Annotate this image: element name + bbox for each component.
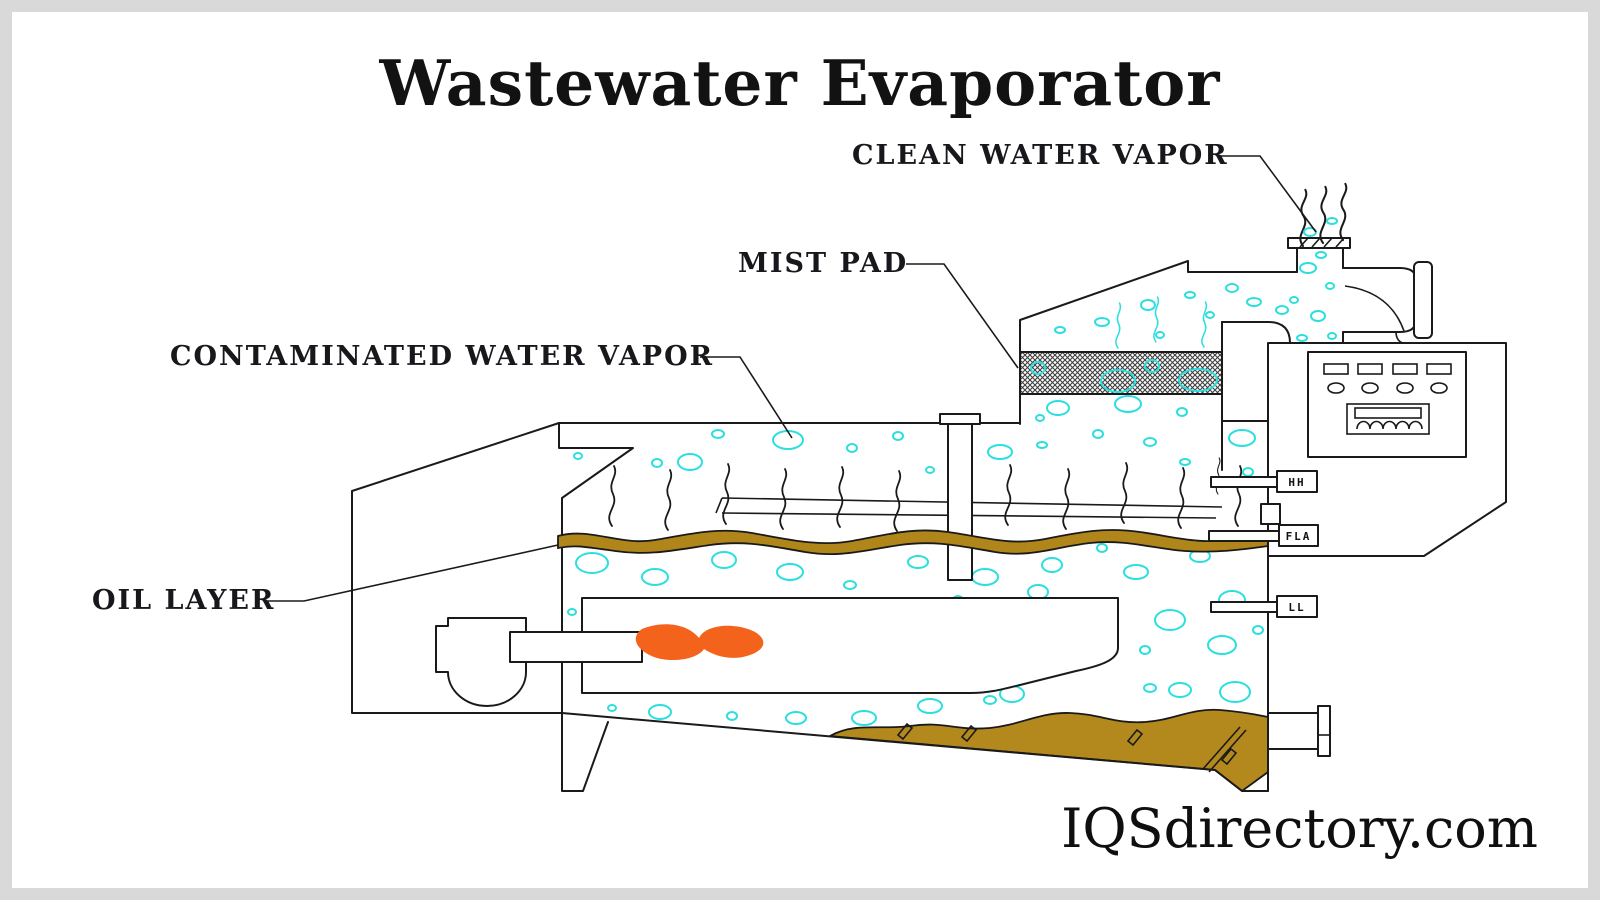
vapor-duct bbox=[1221, 321, 1291, 344]
exhaust-stack bbox=[1287, 237, 1433, 344]
sensor-fla-box bbox=[1278, 524, 1319, 547]
burner bbox=[435, 617, 764, 707]
panel-display bbox=[1346, 403, 1430, 435]
sludge-layer bbox=[827, 708, 1269, 793]
control-panel bbox=[1267, 342, 1507, 557]
mist-pad bbox=[1019, 351, 1223, 395]
heat-tube bbox=[581, 597, 1119, 694]
panel-faceplate bbox=[1307, 351, 1467, 458]
indicator-lights bbox=[1323, 363, 1452, 394]
hh-probe bbox=[1210, 476, 1278, 488]
label-contaminated-water-vapor: CONTAMINATED WATER VAPOR bbox=[170, 341, 715, 372]
clean-water-vapor-leader bbox=[1220, 155, 1317, 233]
oil-layer-leader bbox=[268, 544, 559, 602]
tank-left-lip bbox=[558, 422, 634, 714]
burner-barrel bbox=[509, 631, 643, 663]
blower-housing bbox=[1342, 267, 1417, 333]
stack-flare-hatches bbox=[1299, 237, 1345, 248]
label-oil-layer: OIL LAYER bbox=[92, 585, 276, 616]
sensor-ll-box bbox=[1276, 595, 1318, 618]
wall-fitting bbox=[1260, 503, 1281, 525]
watermark: IQSdirectory.com bbox=[1061, 797, 1538, 860]
label-leaders bbox=[268, 155, 1317, 602]
fla-probe bbox=[1208, 530, 1280, 542]
sensor-hh-box bbox=[1276, 470, 1318, 493]
burner-flame bbox=[635, 624, 764, 661]
ll-probe bbox=[1210, 601, 1278, 613]
sensor-fla-label: FLA bbox=[1285, 530, 1312, 543]
left-end-panel bbox=[351, 422, 563, 714]
mist-pad-leader bbox=[906, 263, 1019, 369]
sensor-ll-label: LL bbox=[1288, 601, 1306, 614]
oil-layer-band bbox=[557, 529, 1269, 555]
contaminated-water-vapor-leader bbox=[700, 356, 793, 439]
blower-scroll bbox=[1344, 285, 1405, 332]
vertical-pipe bbox=[939, 413, 981, 581]
label-clean-water-vapor: CLEAN WATER VAPOR bbox=[852, 140, 1229, 171]
sensor-hh-label: HH bbox=[1288, 476, 1306, 489]
left-leg bbox=[561, 712, 609, 792]
blower-end-cap bbox=[1413, 261, 1433, 339]
drain-flange bbox=[1317, 705, 1331, 757]
level-sensors bbox=[1208, 470, 1319, 618]
page-title: Wastewater Evaporator bbox=[379, 46, 1221, 120]
drain-pipe bbox=[1267, 705, 1331, 757]
sludge-corner-seam bbox=[1202, 726, 1247, 773]
chamber-vapor-wisps bbox=[1115, 296, 1208, 349]
label-mist-pad: MIST PAD bbox=[738, 248, 909, 279]
